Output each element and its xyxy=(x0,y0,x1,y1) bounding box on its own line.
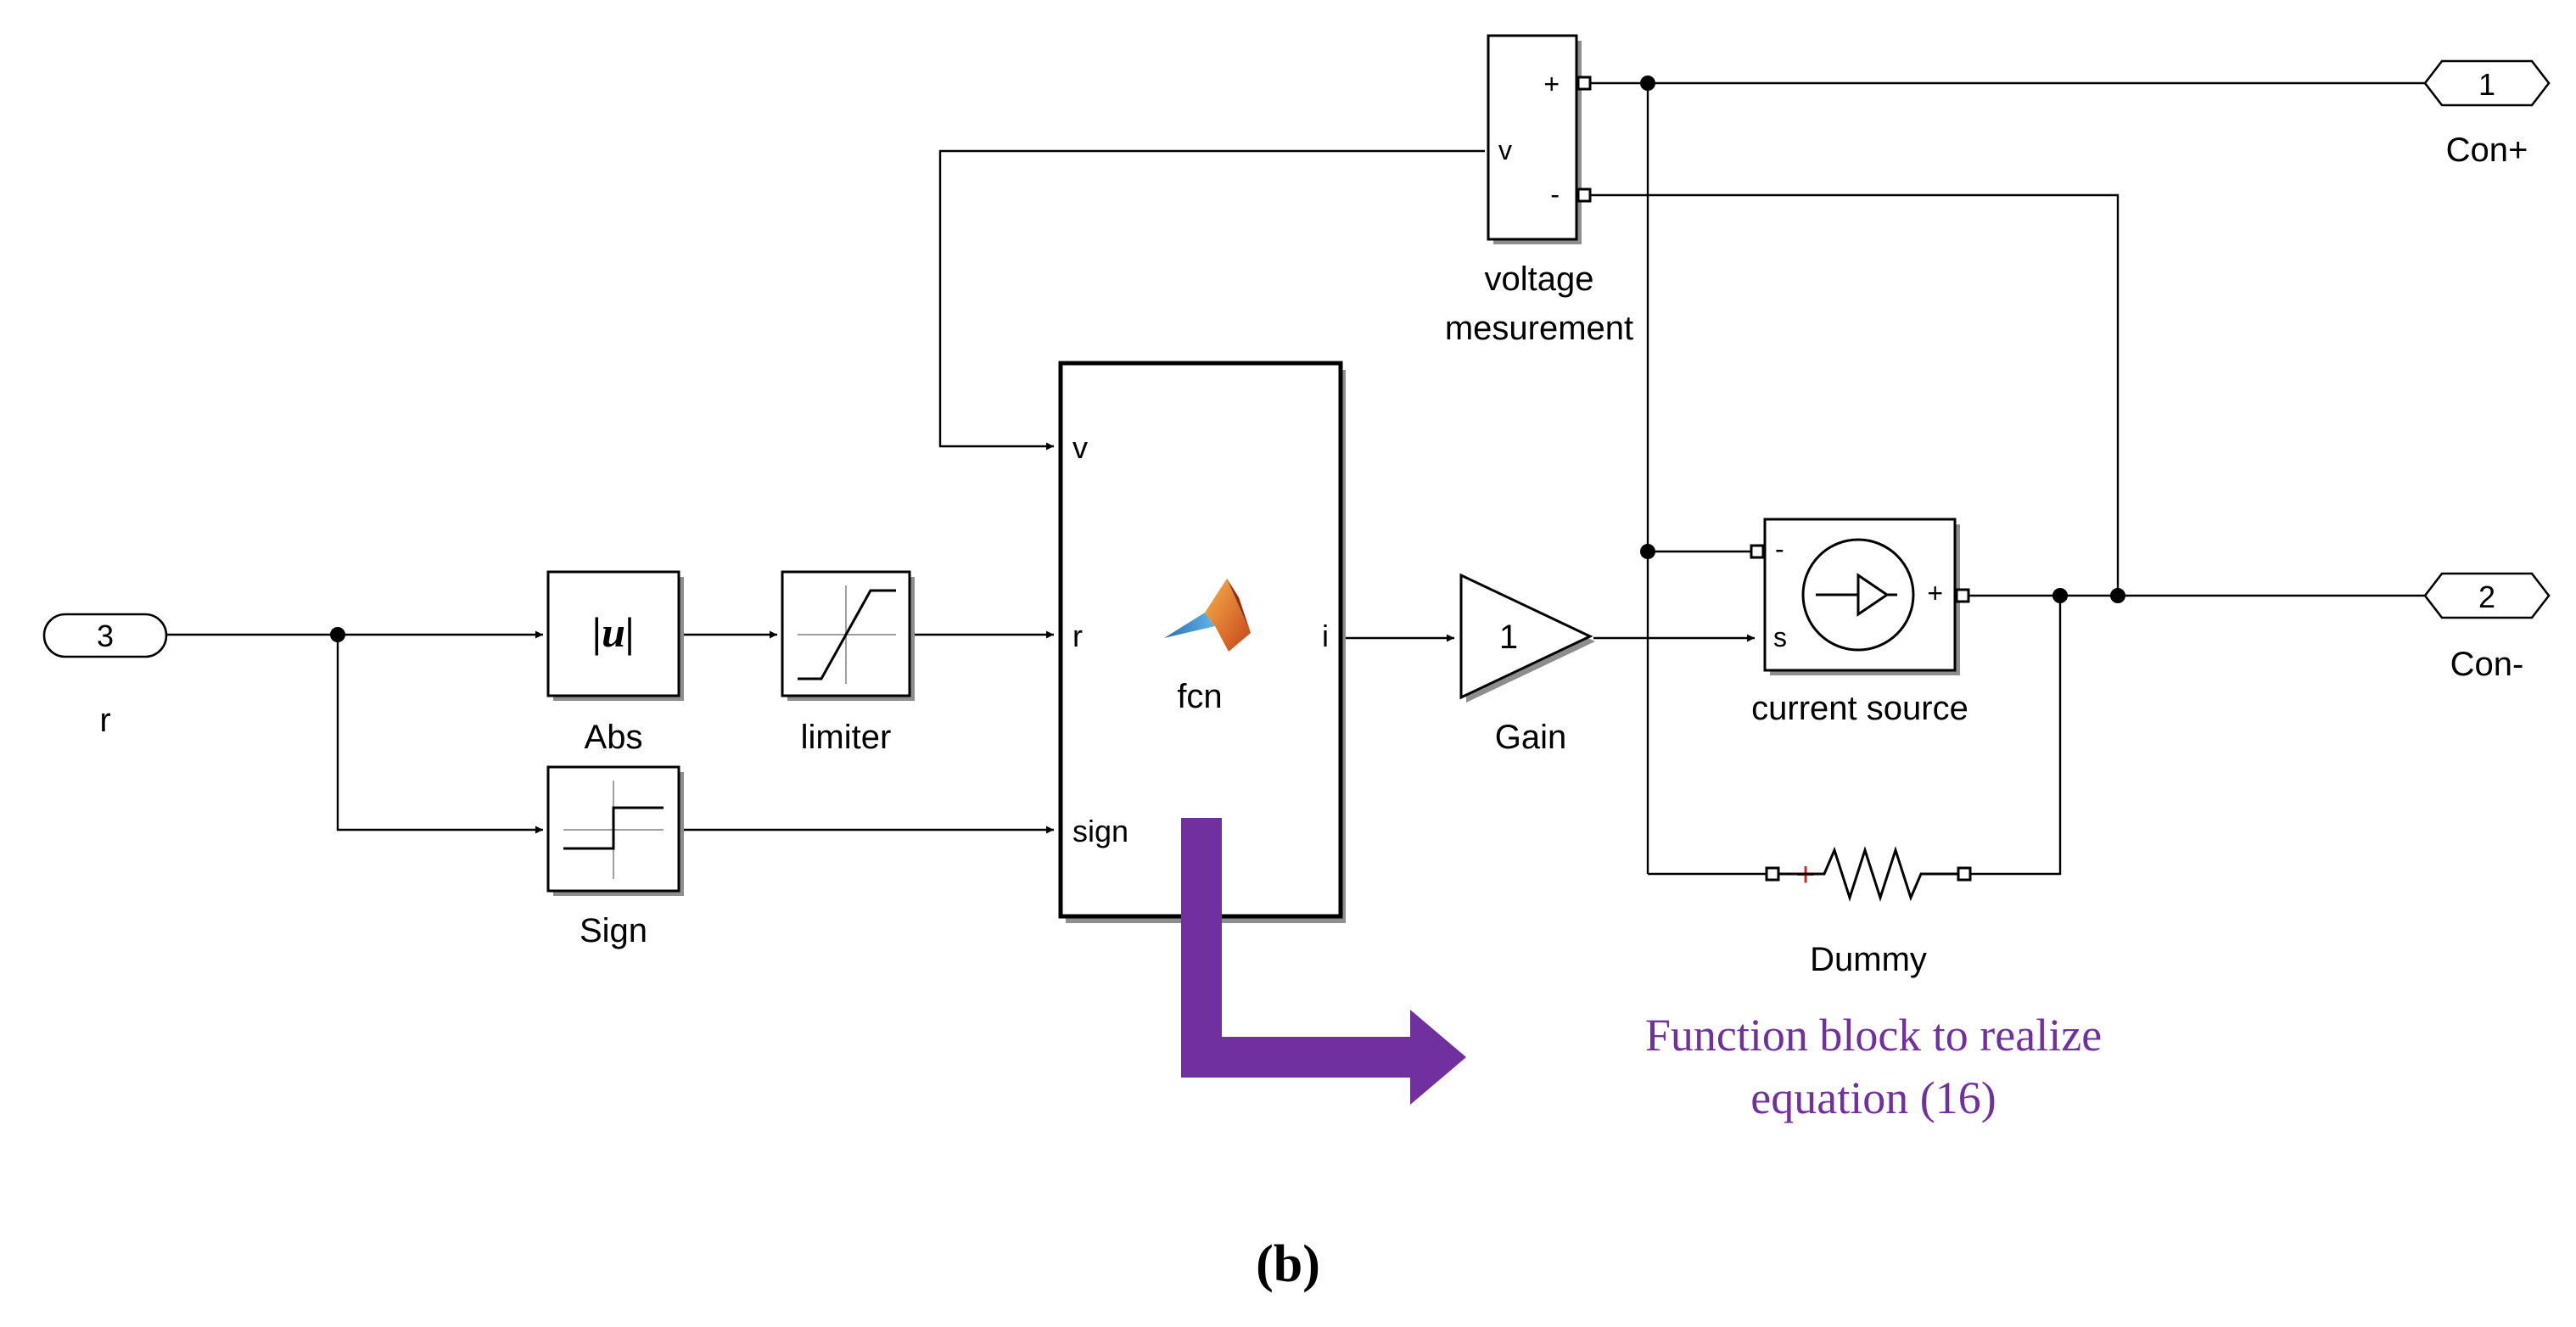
step-icon xyxy=(563,806,664,850)
cs-plus-terminal[interactable] xyxy=(1955,588,1970,603)
resistor-icon xyxy=(1778,846,1958,902)
outport-con-plus-number: 1 xyxy=(2478,67,2495,102)
annotation-line2: equation (16) xyxy=(1750,1072,1996,1123)
cs-minus-terminal[interactable] xyxy=(1750,544,1765,559)
figure-caption: (b) xyxy=(1256,1235,1320,1293)
outport-con-plus-label: Con+ xyxy=(2446,132,2528,169)
dummy-right-terminal[interactable] xyxy=(1957,866,1972,882)
fcn-port-v: v xyxy=(1072,430,1088,465)
outport-con-plus[interactable]: 1 Con+ xyxy=(2423,59,2551,169)
fcn-port-i: i xyxy=(1322,619,1329,653)
annotation-line1: Function block to realize xyxy=(1645,1010,2102,1061)
physical-wires xyxy=(1588,81,2425,876)
matlab-logo-icon xyxy=(1164,579,1251,652)
cs-minus: - xyxy=(1775,534,1784,564)
sign-label: Sign xyxy=(580,912,647,949)
dummy-label: Dummy xyxy=(1810,941,1927,978)
vm-minus: - xyxy=(1550,179,1560,210)
inport-r-label: r xyxy=(99,702,110,739)
abs-label: Abs xyxy=(585,719,643,756)
outport-con-minus-number: 2 xyxy=(2478,580,2495,614)
fcn-name: fcn xyxy=(1177,678,1222,715)
signal-wires xyxy=(166,149,1755,834)
saturation-icon xyxy=(798,589,896,680)
vm-plus: + xyxy=(1543,69,1560,99)
outport-con-minus[interactable]: 2 Con- xyxy=(2423,572,2551,683)
voltage-measurement-block[interactable]: + - v voltage mesurement xyxy=(1445,34,1633,347)
current-source-icon xyxy=(1801,538,1915,652)
vm-plus-terminal[interactable] xyxy=(1576,76,1592,91)
cs-label: current source xyxy=(1751,690,1968,727)
gain-value: 1 xyxy=(1499,619,1518,656)
fcn-port-r: r xyxy=(1072,619,1083,653)
vm-label-line1: voltage xyxy=(1485,260,1594,298)
inport-r-number: 3 xyxy=(97,619,114,653)
limiter-block[interactable]: limiter xyxy=(781,570,915,756)
vm-minus-terminal[interactable] xyxy=(1576,188,1592,203)
vm-label-line2: mesurement xyxy=(1445,310,1633,347)
fcn-port-sign: sign xyxy=(1072,814,1128,848)
sign-block[interactable]: Sign xyxy=(546,765,684,949)
dummy-left-terminal[interactable] xyxy=(1765,866,1780,882)
outport-con-minus-label: Con- xyxy=(2450,646,2524,683)
abs-symbol: |u| xyxy=(592,608,635,656)
annotation-callout: Function block to realize equation (16) xyxy=(1181,818,2102,1123)
vm-out-v: v xyxy=(1498,135,1512,165)
junction-dots xyxy=(330,76,2125,642)
inport-r[interactable]: 3 r xyxy=(42,613,168,739)
annotation-arrow xyxy=(1181,818,1466,1105)
gain-block[interactable]: 1 Gain xyxy=(1459,573,1595,756)
cs-plus: + xyxy=(1927,578,1943,608)
gain-label: Gain xyxy=(1495,719,1567,756)
cs-in-s: s xyxy=(1773,622,1787,652)
limiter-label: limiter xyxy=(801,719,892,756)
abs-block[interactable]: |u| Abs xyxy=(546,570,684,756)
dummy-resistor-block[interactable]: + Dummy xyxy=(1765,846,1972,978)
current-source-block[interactable]: - s + current source xyxy=(1750,518,1970,727)
